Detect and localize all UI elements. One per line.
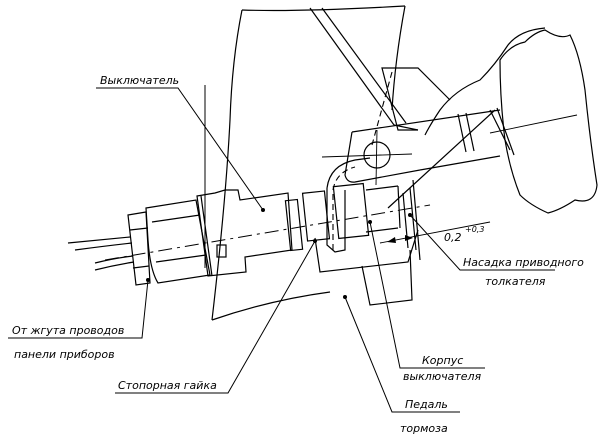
label-harness-2: панели приборов: [14, 348, 115, 361]
center-axis: [104, 204, 431, 261]
switch-body: [127, 189, 304, 286]
label-brake-pedal-2: тормоза: [400, 422, 448, 435]
dimension-line: [379, 221, 491, 244]
label-harness-1: От жгута проводов: [12, 324, 124, 337]
label-switch-housing-2: выключателя: [403, 370, 482, 383]
brake-pedal-pad: [424, 27, 598, 214]
pusher-link: [321, 67, 501, 209]
label-lock-nut: Стопорная гайка: [118, 379, 217, 392]
switch-housing: [301, 157, 421, 306]
leaders: [8, 85, 555, 413]
label-switch-housing-1: Корпус: [422, 354, 463, 367]
dimension-arrow: [387, 237, 396, 243]
label-switch: Выключатель: [100, 74, 179, 87]
harness-wires: [67, 236, 135, 271]
dimension-arrow-2: [405, 235, 413, 241]
label-pusher-tip-2: толкателя: [485, 275, 546, 288]
label-pusher-tip-1: Насадка приводного: [463, 256, 584, 269]
pedal-rod: [309, 7, 419, 131]
dimension-tolerance: +0,3: [465, 225, 484, 234]
label-brake-pedal-1: Педаль: [405, 398, 448, 411]
dimension-nominal: 0,2: [444, 231, 462, 244]
